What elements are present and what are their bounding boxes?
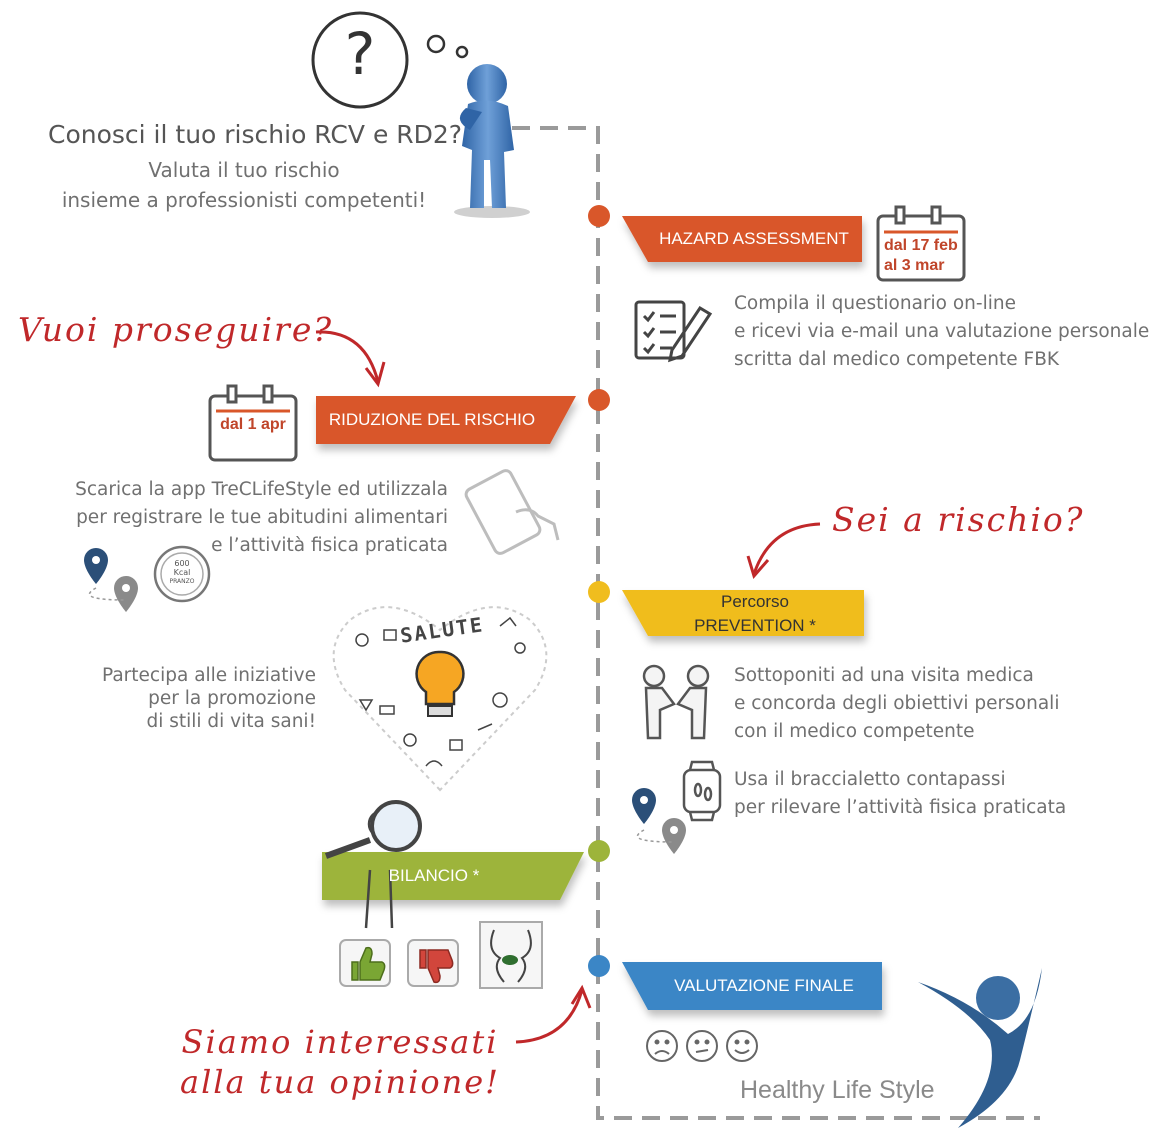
prevention-desc-line: Sottoponiti ad una visita medica: [734, 665, 1034, 686]
valutazione-banner: [622, 962, 882, 1010]
riduzione-prompt: Vuoi proseguire?: [18, 310, 334, 349]
hazard-desc-line: Compila il questionario on-line: [734, 293, 1016, 314]
prevention-desc1: Sottoponiti ad una visita medica e conco…: [734, 662, 1059, 746]
map-pin-icon: [632, 788, 686, 854]
prevention-label: Percorso PREVENTION *: [648, 590, 862, 638]
lightbulb-icon: [332, 606, 548, 792]
arrow-sei: [746, 522, 821, 580]
hazard-desc-line: scritta dal medico competente FBK: [734, 349, 1060, 370]
timeline: [512, 126, 1040, 1120]
riduzione-desc-line: per registrare le tue abitudini alimenta…: [76, 507, 448, 528]
bilancio-label: BILANCIO *: [388, 866, 480, 885]
prevention-prompt: Sei a rischio?: [832, 500, 1085, 539]
magnifier-icon: [324, 800, 422, 929]
prevention-label-line2: PREVENTION *: [694, 616, 816, 635]
neutral-face-icon: [686, 1030, 718, 1062]
valutazione-prompt-line1: Siamo interessati: [181, 1023, 499, 1061]
thinking-figure-icon: [454, 64, 530, 218]
prevention-desc-line: per rilevare l’attività fisica praticata: [734, 797, 1067, 818]
prevention-desc-line: e concorda degli obiettivi personali: [734, 693, 1060, 714]
promo-line: per la promozione: [148, 688, 316, 709]
node-valutazione: [588, 955, 610, 977]
kcal-meal: PRANZO: [169, 578, 195, 585]
prevention-desc-line: Usa il braccialetto contapassi: [734, 769, 1006, 790]
promo-text: Partecipa alle iniziative per la promozi…: [60, 664, 316, 733]
smartwatch-icon: [682, 760, 722, 822]
intro-title: Conosci il tuo rischio RCV e RD2?: [48, 120, 463, 149]
bilancio-banner: [322, 852, 584, 900]
handshake-icon: [642, 664, 710, 740]
prevention-desc-line: con il medico competente: [734, 721, 975, 742]
node-hazard: [588, 205, 610, 227]
riduzione-label: RIDUZIONE DEL RISCHIO: [328, 410, 536, 429]
hazard-date-line1: dal 17 feb: [884, 237, 958, 254]
checklist-icon: [634, 300, 713, 363]
thumbs-down-icon: [407, 939, 459, 987]
hazard-date-line2: al 3 mar: [884, 257, 945, 274]
thumbs-up-icon: [339, 939, 391, 987]
riduzione-desc: Scarica la app TreCLifeStyle ed utilizza…: [40, 476, 448, 560]
arrow-vuoi: [315, 330, 386, 388]
calendar-icon: [208, 384, 298, 462]
riduzione-date: dal 1 apr: [220, 416, 286, 433]
hazard-label: HAZARD ASSESSMENT: [659, 229, 849, 248]
riduzione-desc-line: Scarica la app TreCLifeStyle ed utilizza…: [75, 479, 448, 500]
valutazione-prompt-line2: alla tua opinione!: [179, 1063, 500, 1101]
intro-line2: Valuta il tuo rischio: [148, 158, 340, 182]
kcal-badge-icon: [153, 545, 211, 603]
prevention-banner: [622, 590, 864, 636]
question-bubble-icon: [311, 11, 469, 109]
valutazione-label: VALUTAZIONE FINALE: [674, 976, 854, 995]
prevention-label-line1: Percorso: [720, 592, 790, 611]
sad-face-icon: [646, 1030, 678, 1062]
promo-line: di stili di vita sani!: [146, 711, 316, 732]
brand-name: Healthy Life Style: [740, 1076, 935, 1104]
happy-face-icon: [726, 1030, 758, 1062]
faces-chat-icon: [479, 921, 543, 989]
riduzione-desc-line: e l’attività fisica praticata: [211, 535, 448, 556]
valutazione-prompt: Siamo interessati alla tua opinione!: [160, 1022, 520, 1102]
map-pin-icon: [84, 548, 138, 612]
node-prevention: [588, 581, 610, 603]
kcal-unit: Kcal: [173, 568, 191, 577]
arrow-siamo: [515, 984, 592, 1044]
tablet-hand-icon: [464, 469, 560, 555]
question-mark: ?: [344, 20, 376, 88]
calendar-icon: [876, 205, 966, 282]
person-logo-icon: [918, 968, 1042, 1128]
hazard-banner: [622, 216, 862, 262]
intro-line3: insieme a professionisti competenti!: [61, 188, 427, 212]
kcal-value: 600: [174, 559, 190, 568]
hazard-desc: Compila il questionario on-line e ricevi…: [734, 290, 1149, 374]
hazard-desc-line: e ricevi via e-mail una valutazione pers…: [734, 321, 1150, 342]
hazard-date: dal 17 feb al 3 mar: [880, 236, 966, 276]
riduzione-banner: [316, 396, 576, 444]
promo-line: Partecipa alle iniziative: [102, 665, 316, 686]
prevention-desc2: Usa il braccialetto contapassi per rilev…: [734, 766, 1066, 822]
kcal-badge-text: 600 Kcal PRANZO: [160, 559, 204, 586]
node-bilancio: [588, 840, 610, 862]
node-riduzione: [588, 389, 610, 411]
